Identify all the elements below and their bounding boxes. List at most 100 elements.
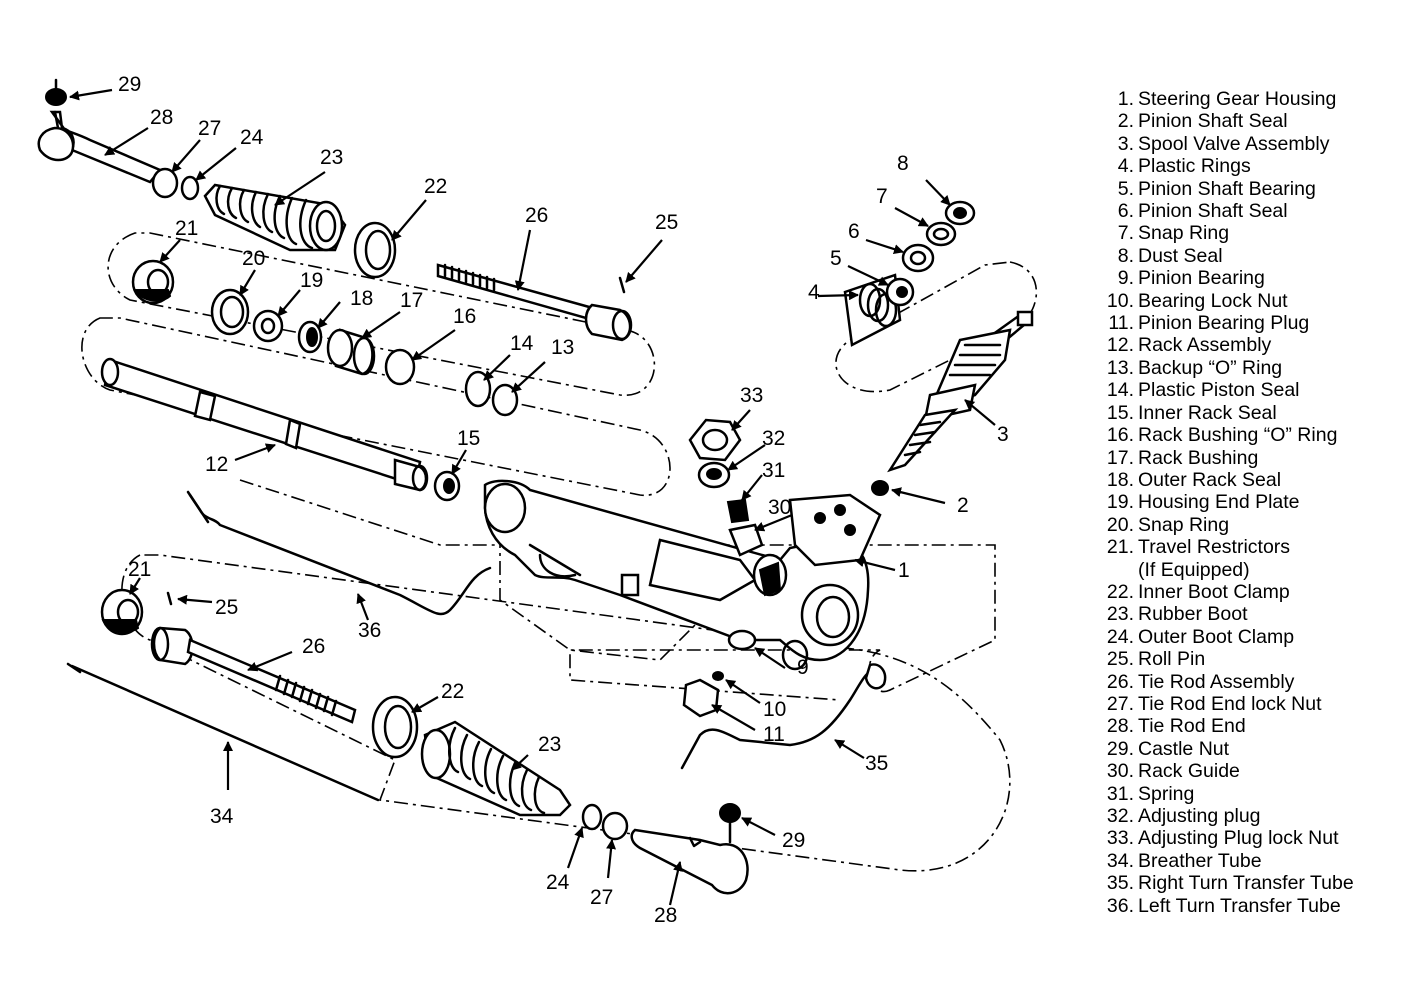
callout-21-top: 21 xyxy=(175,217,198,240)
pinion-shaft-seal-lower xyxy=(871,480,889,496)
legend-item: 31.Spring xyxy=(1098,783,1403,805)
rack-guide xyxy=(728,523,764,557)
legend-item: 6.Pinion Shaft Seal xyxy=(1098,200,1403,222)
pinion-shaft-bearing xyxy=(885,277,915,307)
legend-number: 22. xyxy=(1106,580,1134,603)
legend-text: Pinion Shaft Bearing xyxy=(1138,177,1316,200)
callout-26-bottom: 26 xyxy=(302,635,325,658)
leader-lines xyxy=(69,88,996,906)
legend-item: 22.Inner Boot Clamp xyxy=(1098,581,1403,603)
callout-14: 14 xyxy=(510,332,534,355)
legend-text: Tie Rod End xyxy=(1138,715,1246,738)
snap-ring-pinion xyxy=(925,221,957,247)
legend-item: 2.Pinion Shaft Seal xyxy=(1098,110,1403,132)
legend-text: Tie Rod Assembly xyxy=(1138,670,1295,693)
legend-item: 4.Plastic Rings xyxy=(1098,155,1403,177)
legend-number: 26. xyxy=(1106,670,1134,693)
legend-text: Rack Guide xyxy=(1138,760,1240,783)
outline-pinion-parts xyxy=(835,261,1038,393)
legend-text: Snap Ring xyxy=(1138,513,1230,536)
callout-22-bottom: 22 xyxy=(441,680,464,703)
callout-labels: 29 28 27 24 23 22 26 25 21 20 19 18 17 1… xyxy=(118,73,1009,927)
legend-number: 5. xyxy=(1117,177,1134,200)
callout-32: 32 xyxy=(762,427,785,450)
callout-36: 36 xyxy=(358,619,381,642)
upper-seals-row xyxy=(131,259,519,417)
legend-item: 24.Outer Boot Clamp xyxy=(1098,626,1403,648)
legend-number: 13. xyxy=(1106,356,1134,379)
backup-o-ring xyxy=(491,383,519,417)
pinion-shaft-seal-upper xyxy=(901,243,935,273)
legend-text: Pinion Bearing xyxy=(1138,267,1265,290)
legend-text: Bearing Lock Nut xyxy=(1138,289,1288,312)
rack-bushing xyxy=(326,328,376,376)
legend-number: 6. xyxy=(1117,200,1134,223)
callout-22-top: 22 xyxy=(424,175,447,198)
spool-valve-assembly xyxy=(887,310,1034,473)
legend-item: 18.Outer Rack Seal xyxy=(1098,469,1403,491)
legend-item: 9.Pinion Bearing xyxy=(1098,267,1403,289)
legend-text: Rack Bushing xyxy=(1138,446,1259,469)
callout-35: 35 xyxy=(865,752,888,775)
callout-9: 9 xyxy=(797,656,809,679)
adjuster-group xyxy=(688,418,764,557)
legend-item: 30.Rack Guide xyxy=(1098,760,1403,782)
legend-item: 13.Backup “O” Ring xyxy=(1098,357,1403,379)
upper-tie-rod-group xyxy=(37,78,633,342)
legend-number: 4. xyxy=(1117,155,1134,178)
callout-19: 19 xyxy=(300,269,323,292)
tie-rod-assembly-bottom xyxy=(150,626,357,724)
legend-number: 36. xyxy=(1106,894,1134,917)
callout-11: 11 xyxy=(763,723,785,746)
castle-nut-bottom xyxy=(719,803,741,823)
callout-25-top: 25 xyxy=(655,211,678,234)
legend-text: Backup “O” Ring xyxy=(1138,356,1283,379)
callout-24-bottom: 24 xyxy=(546,871,570,894)
legend-item: 28.Tie Rod End xyxy=(1098,715,1403,737)
housing-end-plate xyxy=(252,309,284,343)
legend-text: Castle Nut xyxy=(1138,737,1230,760)
legend-item: 14.Plastic Piston Seal xyxy=(1098,379,1403,401)
callout-1: 1 xyxy=(898,559,910,582)
legend-text: Outer Rack Seal xyxy=(1138,468,1282,491)
callout-20: 20 xyxy=(242,247,265,270)
callout-28-bottom: 28 xyxy=(654,904,677,927)
legend-number: 15. xyxy=(1106,401,1134,424)
callout-26-top: 26 xyxy=(525,204,548,227)
callout-2: 2 xyxy=(957,494,969,517)
callout-23-bottom: 23 xyxy=(538,733,561,756)
outer-boot-clamp-bottom xyxy=(581,803,603,831)
legend-text: Plastic Piston Seal xyxy=(1138,379,1300,402)
legend-item: 34.Breather Tube xyxy=(1098,850,1403,872)
lock-nut-top xyxy=(151,167,179,199)
legend-item: 26.Tie Rod Assembly xyxy=(1098,671,1403,693)
callout-17: 17 xyxy=(400,289,423,312)
roll-pin-top xyxy=(618,276,626,294)
callout-28-top: 28 xyxy=(150,106,173,129)
legend-text: Pinion Shaft Seal xyxy=(1138,110,1288,133)
outline-upper-seals xyxy=(107,232,656,396)
pinion-bearing-group xyxy=(682,629,757,718)
legend-item: 23.Rubber Boot xyxy=(1098,603,1403,625)
legend-item: 7.Snap Ring xyxy=(1098,222,1403,244)
legend-number: 33. xyxy=(1106,827,1134,850)
legend-text: Plastic Rings xyxy=(1138,155,1251,178)
callout-31: 31 xyxy=(762,459,785,482)
legend-number: 8. xyxy=(1117,244,1134,267)
legend-item: 33.Adjusting Plug lock Nut xyxy=(1098,827,1403,849)
legend-number: 7. xyxy=(1117,222,1134,245)
legend-text: Inner Boot Clamp xyxy=(1138,580,1290,603)
legend-item: 15.Inner Rack Seal xyxy=(1098,402,1403,424)
legend-number: 21. xyxy=(1106,536,1134,559)
tie-rod-assembly-top xyxy=(436,263,633,342)
right-turn-transfer-tube xyxy=(680,666,880,770)
legend-text: Spring xyxy=(1138,782,1195,805)
legend-item: 3.Spool Valve Assembly xyxy=(1098,133,1403,155)
legend-number: 30. xyxy=(1106,760,1134,783)
tie-rod-end-bottom xyxy=(630,820,749,895)
legend-text: Housing End Plate xyxy=(1138,491,1300,514)
legend-number: 24. xyxy=(1106,625,1134,648)
legend-item: 21.Travel Restrictors xyxy=(1098,536,1403,558)
travel-restrictor-top xyxy=(131,259,175,305)
